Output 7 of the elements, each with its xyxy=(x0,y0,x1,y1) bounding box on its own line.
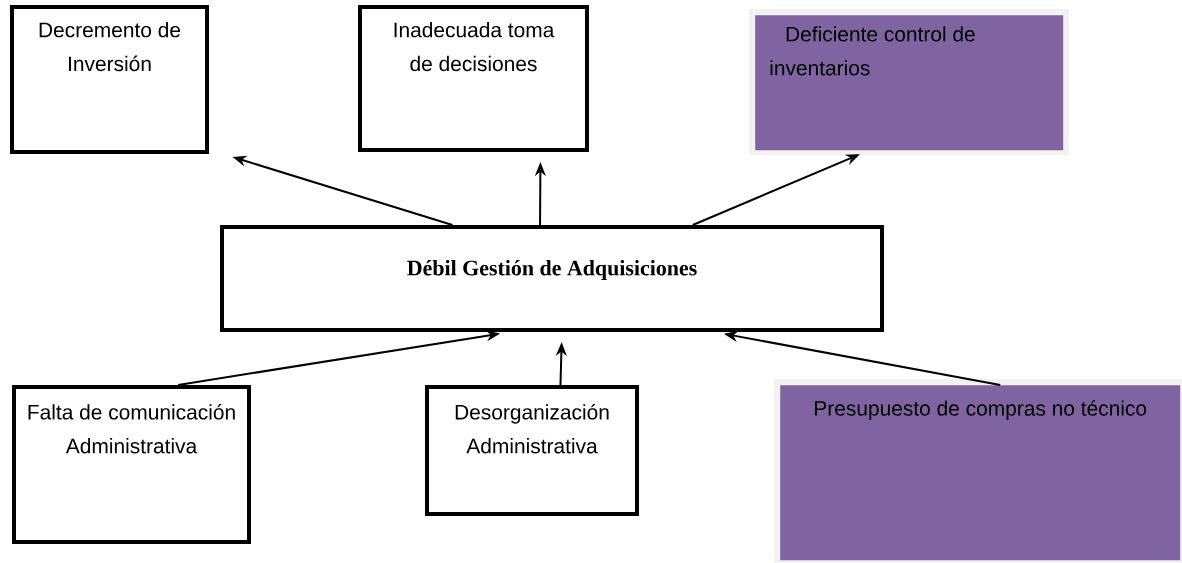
central-box: Débil Gestión de Adquisiciones xyxy=(220,225,884,332)
text-box: Decremento de Inversión xyxy=(10,5,209,154)
text-box: Deficiente control de inventarios xyxy=(749,9,1069,158)
text-box: Falta de comunicación Administrativa xyxy=(12,385,251,544)
text-box: Presupuesto de compras no técnico xyxy=(774,379,1182,563)
text-box: Desorganización Administrativa xyxy=(425,385,639,516)
text-box: Inadecuada toma de decisiones xyxy=(358,5,589,152)
